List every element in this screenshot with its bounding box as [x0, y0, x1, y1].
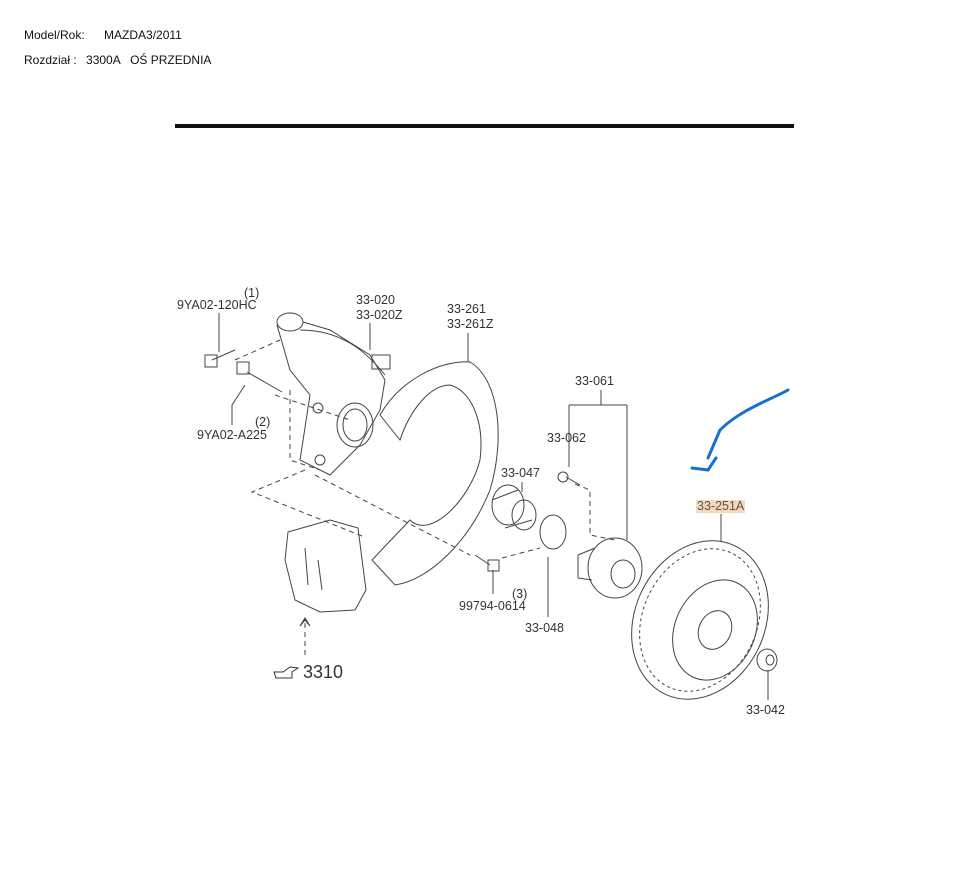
callout-bolt1-index: (1): [244, 286, 260, 300]
callout-bolt2-part[interactable]: 9YA02-A225: [197, 428, 267, 442]
callout-hub-bolt[interactable]: 33-062: [547, 431, 586, 445]
model-row: Model/Rok: MAZDA3/2011: [24, 28, 182, 42]
leader-lines: [218, 313, 769, 700]
callout-knuckle-z[interactable]: 33-020Z: [356, 308, 403, 322]
steering-knuckle: [276, 312, 391, 476]
callout-brake-disc[interactable]: 33-251A: [696, 499, 746, 513]
callout-bolt3-part[interactable]: 99794-0614: [459, 599, 526, 613]
brake-caliper: [284, 519, 367, 627]
callout-nut[interactable]: 33-042: [746, 703, 785, 717]
callout-caliper-ref[interactable]: 3310: [303, 662, 344, 682]
dashed-connectors: [234, 339, 616, 655]
section-name: OŚ PRZEDNIA: [130, 53, 212, 67]
callout-bolt2-index: (2): [255, 415, 271, 429]
brake-disc: [631, 540, 769, 700]
snap-ring: [539, 514, 567, 550]
pointing-hand-icon: [273, 666, 300, 679]
callout-shield-z[interactable]: 33-261Z: [447, 317, 494, 331]
callout-bolt1-part[interactable]: 9YA02-120HC: [177, 298, 257, 312]
wheel-hub: [577, 537, 643, 599]
callout-bolt3-index: (3): [512, 587, 528, 601]
callout-shield[interactable]: 33-261: [447, 302, 486, 316]
bolt-2: [236, 361, 283, 393]
hub-nut: [756, 648, 778, 672]
callout-hub-assy[interactable]: 33-061: [575, 374, 614, 388]
dust-shield: [371, 361, 499, 586]
header-rule: [175, 124, 794, 128]
callout-bearing[interactable]: 33-047: [501, 466, 540, 480]
callout-knuckle[interactable]: 33-020: [356, 293, 395, 307]
section-label: Rozdział :: [24, 53, 77, 67]
bolt-1: [204, 349, 236, 368]
bolt-3: [474, 554, 500, 572]
section-code: 3300A: [86, 53, 121, 67]
section-row: Rozdział : 3300A OŚ PRZEDNIA: [24, 53, 211, 67]
model-value: MAZDA3/2011: [104, 28, 182, 42]
model-label: Model/Rok:: [24, 28, 85, 42]
callout-snap-ring[interactable]: 33-048: [525, 621, 564, 635]
hub-bolt: [557, 471, 581, 486]
annotation-arrow: [690, 388, 790, 472]
wheel-bearing: [491, 484, 537, 531]
